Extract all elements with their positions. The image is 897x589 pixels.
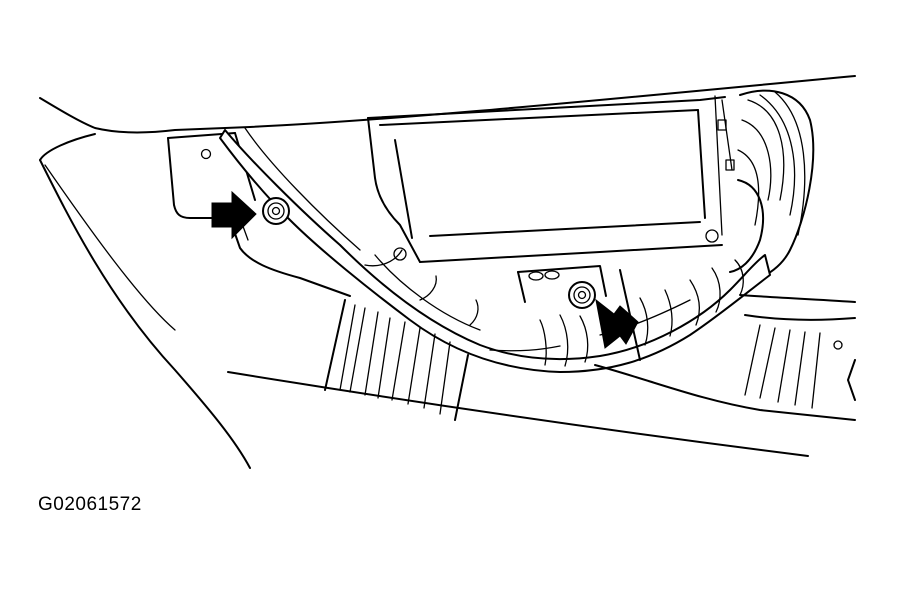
upper-panel — [39, 75, 856, 469]
bolt-right-icon — [568, 281, 596, 309]
lower-panel — [324, 269, 856, 421]
harness-bundle — [729, 89, 815, 286]
ecm-module — [367, 95, 735, 263]
figure-code-label: G02061572 — [38, 494, 142, 515]
main-harness — [219, 127, 771, 373]
bolt-left-icon — [262, 197, 290, 225]
right-bracket — [517, 265, 607, 303]
left-bracket — [167, 132, 351, 297]
arrow-left-icon — [595, 298, 639, 349]
arrow-right-icon — [211, 190, 257, 240]
